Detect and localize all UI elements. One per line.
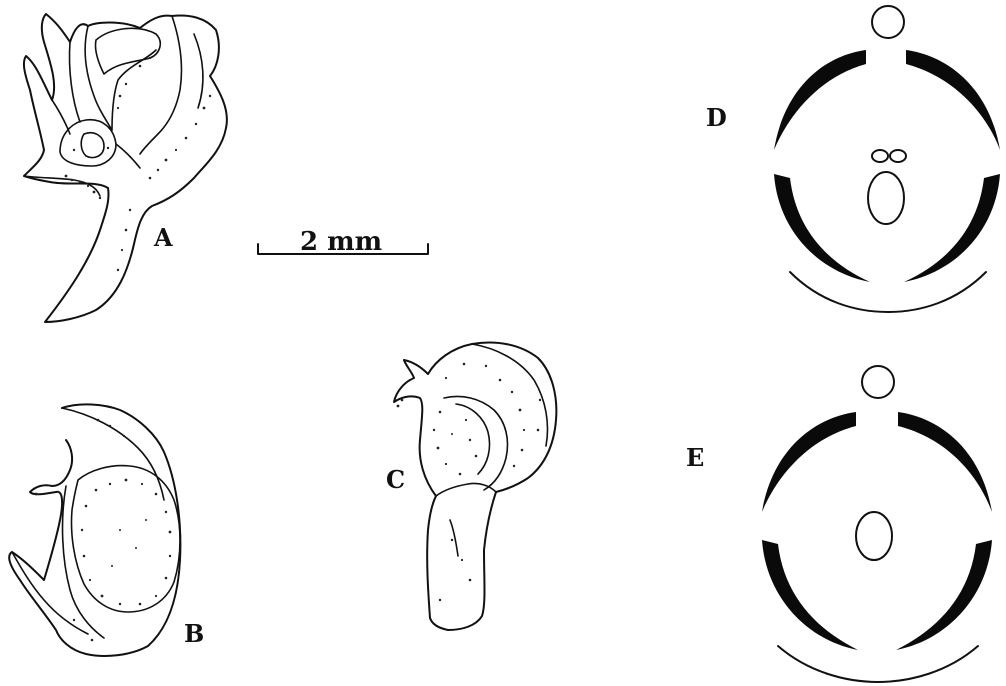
label-c: C (386, 465, 405, 494)
diagram-e-tepal-lower-left (762, 540, 858, 650)
diagram-e-tepal-upper-right (898, 412, 992, 512)
floral-diagram-e (762, 366, 992, 682)
diagram-e-tepal-lower-right (896, 540, 992, 650)
diagram-d-tepal-lower-right (904, 174, 1000, 282)
label-e: E (686, 443, 704, 472)
diagram-e-tepal-upper-left (762, 412, 856, 512)
diagram-d-axis-circle (872, 6, 904, 38)
label-d: D (706, 103, 727, 132)
diagram-d-stamen-left (872, 150, 888, 162)
label-a: A (153, 223, 173, 252)
diagram-d-tepal-lower-left (774, 174, 870, 282)
diagram-d-tepal-upper-left (774, 50, 866, 150)
diagram-e-ovary (856, 512, 892, 560)
floral-diagram-d (774, 6, 1000, 312)
diagram-d-tepal-upper-right (906, 50, 1000, 150)
diagram-d-ovary (868, 172, 904, 224)
label-b: B (184, 619, 204, 648)
diagram-d-bract-arc (790, 272, 986, 312)
drawing-b-flower-section (9, 404, 180, 656)
diagram-e-bract-arc (778, 646, 978, 682)
diagram-e-axis-circle (862, 366, 894, 398)
diagram-d-stamen-right (890, 150, 906, 162)
drawing-c-flower-part (394, 343, 556, 630)
drawing-a-flower (24, 14, 227, 322)
scale-bar-text: 2 mm (300, 227, 382, 257)
